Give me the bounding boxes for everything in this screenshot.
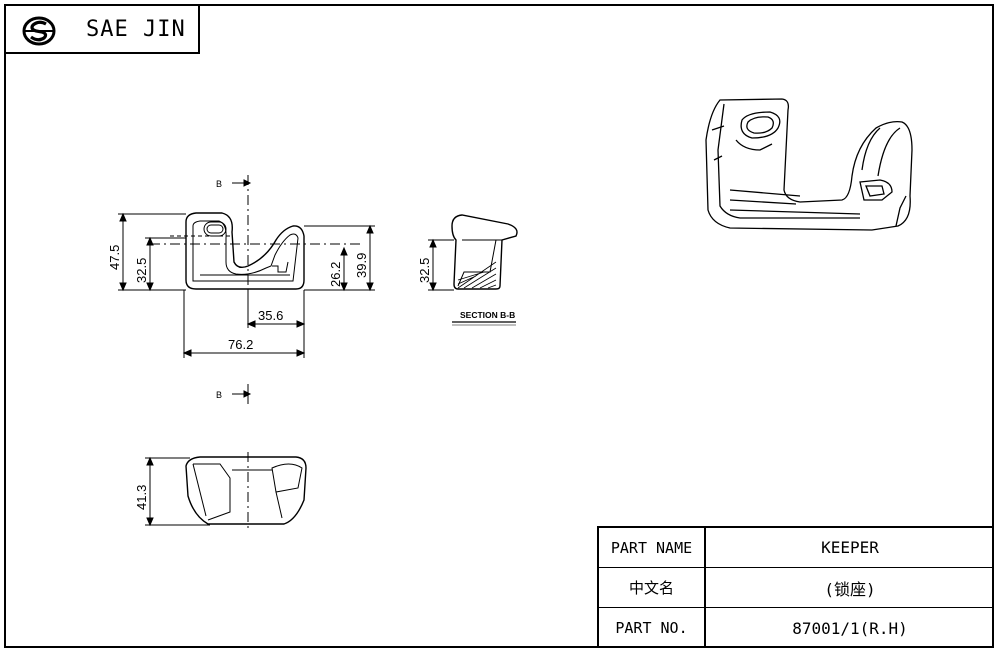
title-row-chinese-name: 中文名 (锁座) xyxy=(599,568,994,608)
part-name-label: PART NAME xyxy=(599,528,706,567)
bottom-view: 41.3 xyxy=(134,452,307,530)
part-no-value: 87001/1(R.H) xyxy=(792,618,908,638)
title-row-part-name: PART NAME KEEPER xyxy=(599,528,994,568)
front-view: B B 47.5 32.5 26.2 39.9 xyxy=(107,175,375,404)
section-view: 32.5 SECTION B-B xyxy=(417,214,518,326)
svg-text:41.3: 41.3 xyxy=(134,485,149,510)
title-block: PART NAME KEEPER 中文名 (锁座) PART NO. 87001… xyxy=(597,526,994,648)
title-row-part-no: PART NO. 87001/1(R.H) xyxy=(599,608,994,648)
chinese-name-value: (锁座) xyxy=(824,579,876,599)
svg-text:76.2: 76.2 xyxy=(228,337,253,352)
part-name-value: KEEPER xyxy=(821,538,879,557)
brand-name: SAE JIN xyxy=(86,17,186,42)
svg-text:32.5: 32.5 xyxy=(134,258,149,283)
svg-text:B: B xyxy=(216,179,222,189)
svg-text:B: B xyxy=(216,390,222,400)
svg-text:35.6: 35.6 xyxy=(258,308,283,323)
svg-text:26.2: 26.2 xyxy=(328,262,343,287)
svg-text:32.5: 32.5 xyxy=(417,258,432,283)
drawing-frame xyxy=(4,4,994,648)
svg-text:39.9: 39.9 xyxy=(354,253,369,278)
logo-box: SAE JIN xyxy=(4,4,200,54)
svg-text:47.5: 47.5 xyxy=(107,245,122,270)
sj-monogram-icon xyxy=(22,16,56,46)
section-title: SECTION B-B xyxy=(460,310,515,320)
isometric-view xyxy=(705,98,913,231)
part-no-label: PART NO. xyxy=(599,608,706,648)
chinese-name-label: 中文名 xyxy=(599,568,706,607)
